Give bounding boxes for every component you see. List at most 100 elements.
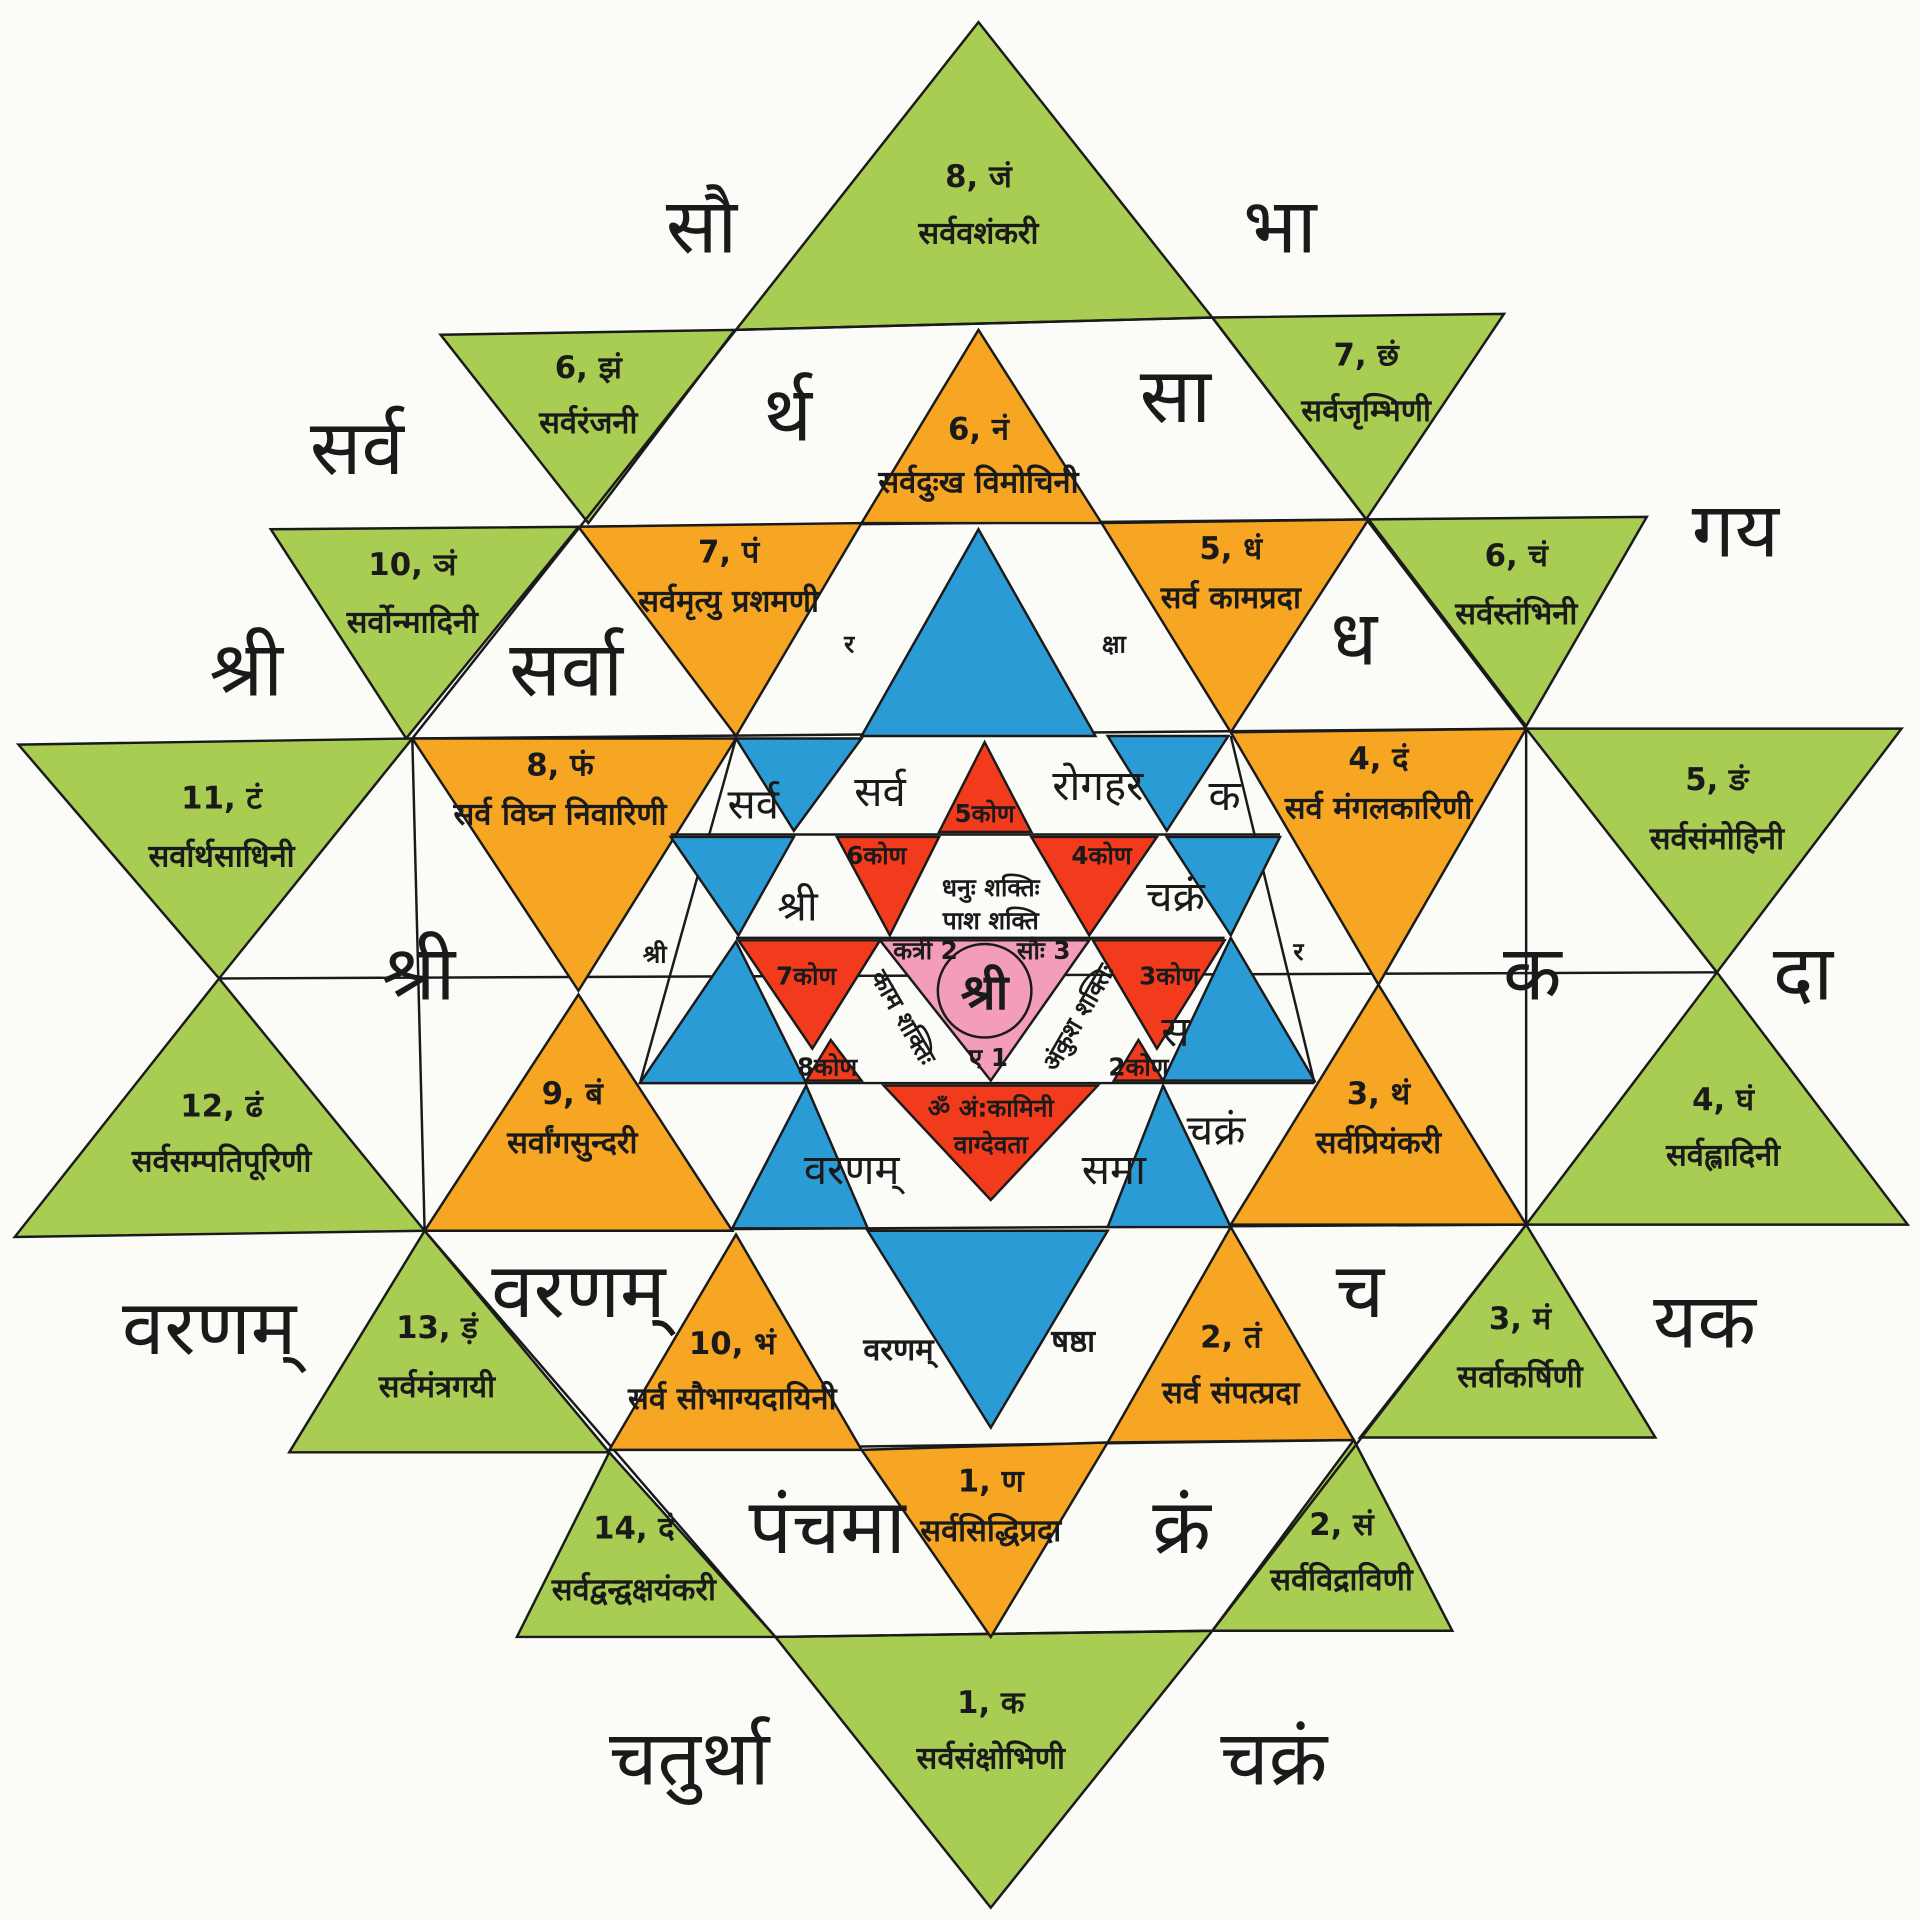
word: श्री — [643, 939, 668, 968]
green-label-7: 7, छंसर्वजृम्भिणी — [1300, 338, 1432, 430]
green-label-12: 12, ढंसर्वसम्पतिपूरिणी — [131, 1088, 313, 1181]
red-triangle-7 — [736, 939, 883, 1051]
red-triangle-bottom — [880, 1084, 1101, 1202]
word: षष्ठा — [1050, 1323, 1096, 1359]
word: सर्व — [854, 767, 907, 816]
blue-triangle — [1105, 1082, 1233, 1229]
orange-triangle-7 — [576, 521, 864, 739]
corner-sauh: सौः 3 — [1016, 936, 1071, 965]
orange-labels: 6, नंसर्वदुःख विमोचिनी 7, पंसर्वमृत्यु प… — [452, 411, 1473, 1549]
word: वरणम् — [862, 1332, 938, 1369]
green-label-14: 14, दंसर्वद्वन्द्वक्षयंकरी — [551, 1510, 717, 1608]
green-label-8: 8, जंसर्ववशंकरी — [917, 159, 1039, 252]
red-label-3: 3कोण — [1139, 962, 1200, 991]
word: सौ — [666, 181, 739, 270]
word: र — [1292, 937, 1304, 966]
word: गय — [1692, 485, 1781, 574]
red-triangle-4 — [1029, 835, 1160, 938]
word: वरणम् — [122, 1283, 307, 1374]
green-labels: 8, जंसर्ववशंकरी 6, झंसर्वरंजनी 7, छंसर्व… — [131, 159, 1785, 1777]
red-triangle-6 — [834, 835, 942, 939]
green-triangle-2 — [1209, 1437, 1455, 1632]
orange-triangle-6 — [859, 327, 1104, 525]
green-triangle-11 — [15, 737, 415, 981]
orange-label-7: 7, पंसर्वमृत्यु प्रशमणी — [637, 534, 820, 620]
red-label-8: 8कोण — [797, 1053, 858, 1082]
green-triangle-5 — [1523, 727, 1905, 975]
word: च — [1336, 1246, 1386, 1335]
red-label-7: 7कोण — [776, 962, 837, 991]
word: दा — [1773, 928, 1835, 1017]
bindu-circle — [936, 942, 1033, 1039]
orange-label-8: 8, फंसर्व विघ्न निवारिणी — [452, 747, 667, 832]
green-label-3: 3, मंसर्वाकर्षिणी — [1456, 1301, 1583, 1395]
blue-triangles — [637, 526, 1317, 1431]
word: क्षा — [1102, 629, 1128, 658]
word: र्थ — [763, 370, 813, 459]
orange-triangle-2 — [1105, 1224, 1356, 1444]
word: समा — [1082, 1145, 1147, 1194]
red-triangle-8 — [803, 1037, 865, 1082]
green-triangle-13 — [287, 1228, 612, 1454]
word: र — [843, 629, 855, 658]
word: वरणम् — [491, 1246, 676, 1337]
green-triangle-4 — [1523, 970, 1911, 1226]
blue-triangle-top — [859, 526, 1098, 738]
word: चक्रं — [1187, 1106, 1247, 1155]
word: श्री — [777, 882, 819, 931]
blue-triangle-bottom — [865, 1229, 1110, 1431]
corner-e: ए 1 — [968, 1043, 1008, 1072]
blue-triangle — [733, 737, 864, 833]
green-triangle-14 — [514, 1450, 779, 1639]
vagdevata-line: वाग्देवता — [953, 1130, 1030, 1159]
red-label-2: 2कोण — [1108, 1053, 1169, 1082]
green-label-11: 11, टंसर्वार्थसाधिनी — [147, 781, 295, 875]
red-triangle-2 — [1111, 1037, 1166, 1082]
orange-label-10: 10, भंसर्व सौभाग्यदायिनी — [627, 1326, 838, 1417]
blue-triangle — [668, 835, 796, 938]
word: चक्रं — [1220, 1714, 1328, 1803]
orange-label-9: 9, बंसर्वांगसुन्दरी — [506, 1076, 638, 1162]
orange-triangle-9 — [422, 992, 735, 1232]
orange-label-4: 4, दंसर्व मंगलकारिणी — [1284, 741, 1473, 826]
red-label-6: 6कोण — [846, 841, 907, 870]
orange-triangle-10 — [607, 1232, 864, 1452]
word: क — [1209, 771, 1242, 820]
orange-triangle-1 — [859, 1441, 1110, 1640]
pasha-shakti: पाश शक्ति — [942, 906, 1040, 935]
red-triangles — [736, 739, 1227, 1202]
word: भा — [1243, 181, 1318, 270]
blue-triangle — [637, 939, 809, 1085]
word: श्री — [209, 624, 284, 713]
bindu-shri: श्री — [961, 963, 1011, 1021]
blue-triangle — [730, 1082, 870, 1230]
word: श्री — [382, 928, 457, 1017]
green-label-13: 13, ड़ंसर्वमंत्रगयी — [378, 1310, 496, 1405]
red-triangle-5 — [937, 739, 1034, 834]
green-label-5: 5, ङंसर्वसंमोहिनी — [1649, 762, 1785, 857]
word: पंचमा — [748, 1482, 906, 1571]
blue-triangle — [1164, 835, 1282, 938]
green-label-6-cham: 6, चंसर्वस्तंभिनी — [1454, 538, 1578, 632]
orange-triangle-8 — [410, 737, 739, 994]
word: ध — [1330, 594, 1378, 683]
green-label-10: 10, ञंसर्वोन्मादिनी — [346, 547, 479, 641]
mantra-words: सौ भा सर्व र्थ सा गय श्री सर्वा र क्षा ध… — [122, 181, 1834, 1805]
green-label-4: 4, घंसर्वह्लादिनी — [1665, 1082, 1781, 1173]
green-label-2: 2, संसर्वविद्राविणी — [1269, 1507, 1414, 1598]
red-label-5: 5कोण — [955, 799, 1016, 828]
red-label-4: 4कोण — [1071, 841, 1132, 870]
orange-label-2: 2, तंसर्व संपत्प्रदा — [1161, 1320, 1301, 1411]
green-triangle-12 — [12, 976, 428, 1239]
word: सा — [1140, 351, 1213, 440]
dhanu-shakti: धनुः शक्तिः — [942, 873, 1041, 904]
orange-triangles — [410, 327, 1529, 1640]
green-triangles — [12, 20, 1911, 1910]
kamini-line: ॐ अं:कामिनी — [928, 1093, 1056, 1122]
orange-triangle-3 — [1228, 982, 1529, 1226]
blue-triangle — [1105, 734, 1231, 834]
red-triangle-3 — [1090, 939, 1227, 1051]
word: चक्रं — [1146, 872, 1206, 921]
